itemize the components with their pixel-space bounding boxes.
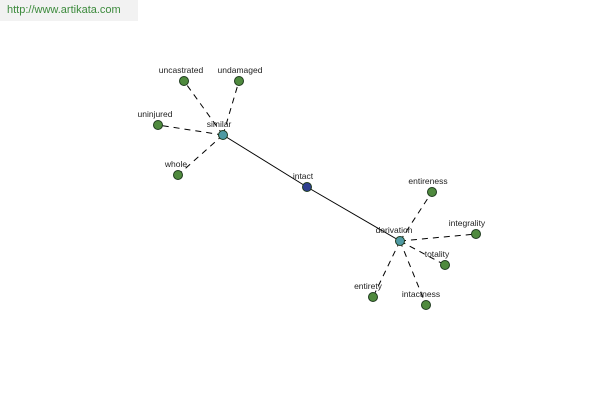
node-undamaged[interactable]: undamaged: [218, 65, 263, 86]
node-entirety-dot[interactable]: [368, 292, 378, 302]
node-uninjured[interactable]: uninjured: [138, 109, 173, 130]
edge-similar-undamaged: [222, 80, 240, 136]
node-integrality-dot[interactable]: [471, 229, 481, 239]
node-derivation-label: derivation: [376, 225, 413, 235]
node-whole-label: whole: [164, 159, 187, 169]
edge-derivation-totality: [399, 240, 446, 266]
graph-nodes: uncastrated undamaged uninjured whole entire…: [138, 65, 486, 310]
node-integrality-label: integrality: [449, 218, 486, 228]
node-similar-label: similar: [207, 119, 232, 129]
node-intact-label: intact: [293, 171, 314, 181]
node-entirety[interactable]: entirety: [354, 281, 383, 302]
node-intactness-label: intactness: [402, 289, 440, 299]
site-url-link[interactable]: http://www.artikata.com: [7, 4, 121, 16]
node-whole[interactable]: whole: [164, 159, 187, 180]
node-derivation-dot[interactable]: [395, 236, 405, 246]
node-undamaged-dot[interactable]: [234, 76, 244, 86]
node-similar[interactable]: similar: [207, 119, 232, 140]
node-entireness-label: entireness: [408, 176, 447, 186]
node-totality-dot[interactable]: [440, 260, 450, 270]
edge-derivation-entireness: [399, 191, 433, 242]
graph-edges: [157, 80, 477, 306]
node-intact[interactable]: intact: [293, 171, 314, 192]
node-entireness[interactable]: entireness: [408, 176, 448, 197]
node-entirety-label: entirety: [354, 281, 383, 291]
node-intact-dot[interactable]: [302, 182, 312, 192]
edge-similar-whole: [177, 134, 224, 176]
node-uninjured-label: uninjured: [138, 109, 173, 119]
node-uninjured-dot[interactable]: [153, 120, 163, 130]
edge-derivation-integrality: [399, 233, 477, 242]
node-undamaged-label: undamaged: [218, 65, 263, 75]
edge-derivation-intactness: [399, 240, 427, 306]
edge-similar-uncastrated: [183, 80, 224, 136]
node-uncastrated-dot[interactable]: [179, 76, 189, 86]
node-intactness[interactable]: intactness: [402, 289, 440, 310]
node-totality[interactable]: totality: [425, 249, 450, 270]
site-banner: http://www.artikata.com: [0, 0, 138, 21]
node-uncastrated[interactable]: uncastrated: [159, 65, 204, 86]
node-integrality[interactable]: integrality: [449, 218, 486, 239]
edge-intact-derivation: [306, 186, 401, 242]
node-whole-dot[interactable]: [173, 170, 183, 180]
edge-intact-similar: [222, 134, 308, 188]
node-intactness-dot[interactable]: [421, 300, 431, 310]
node-similar-dot[interactable]: [218, 130, 228, 140]
node-derivation[interactable]: derivation: [376, 225, 413, 246]
node-uncastrated-label: uncastrated: [159, 65, 204, 75]
node-entireness-dot[interactable]: [427, 187, 437, 197]
node-totality-label: totality: [425, 249, 450, 259]
